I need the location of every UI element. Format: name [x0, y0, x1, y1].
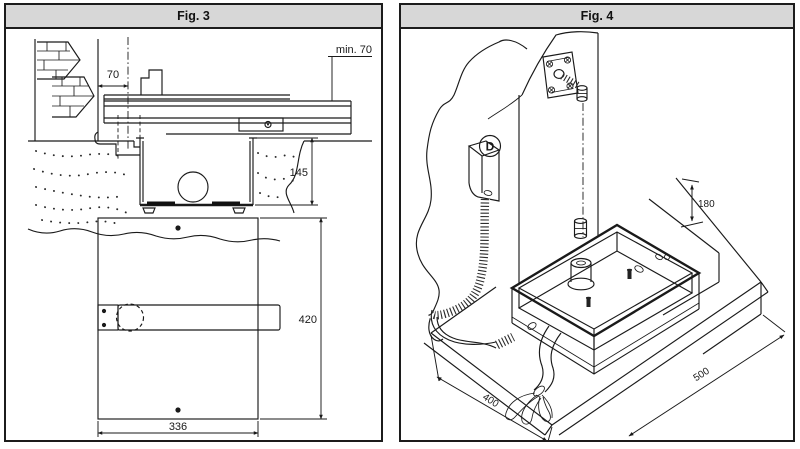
brick-hatch-lower [52, 76, 95, 118]
figure4-drawing-area: D [401, 29, 793, 440]
plan-screw-top [175, 225, 181, 231]
anchor-bolts [585, 253, 671, 307]
anchor-bracket [94, 131, 140, 156]
wall-and-post [415, 31, 599, 342]
dimension-plan-width-label: 336 [169, 421, 187, 433]
plan-gate-arm [97, 303, 281, 332]
figure3-drawing: 70 min. 70 [27, 37, 372, 437]
dimension-plan-length-label: 420 [299, 314, 317, 326]
plan-box-outline [97, 217, 259, 420]
dimension-plan-width: 336 [97, 421, 259, 437]
flexible-conduit [427, 198, 516, 350]
plan-pivot-circle [115, 303, 145, 332]
dimension-pit-width-label: 400 [480, 392, 500, 411]
box-side-hole-right2 [655, 253, 663, 261]
dimension-plan-length: 420 [260, 217, 327, 420]
box-side-hole-left [527, 322, 537, 330]
figure3-title: Fig. 3 [177, 9, 210, 23]
pivot-bushing [576, 85, 588, 102]
plan-view: 420 336 [97, 217, 327, 437]
plan-screw-bottom [175, 407, 181, 413]
dimension-box-depth: 145 [255, 137, 318, 206]
excavation-pit [423, 177, 769, 436]
gate-bracket [238, 117, 284, 132]
figure4-title: Fig. 4 [580, 9, 614, 23]
hinge-plate [542, 51, 588, 102]
plate-screws [545, 56, 574, 94]
wall-section [34, 39, 99, 141]
dimension-pit-width: 400 [430, 334, 553, 440]
box-side-hole-right1 [634, 265, 644, 273]
dimension-min-offset-label: min. 70 [336, 44, 372, 56]
figure4-panel: Fig. 4 [399, 3, 795, 442]
conduit-pipe-section [177, 171, 209, 203]
gate-leaf-section [103, 69, 352, 135]
dimension-min-offset: min. 70 [328, 44, 372, 101]
pivot-pin [573, 218, 588, 239]
box-feet [142, 207, 246, 214]
dimension-pit-depth-label: 180 [698, 199, 715, 210]
foundation-box-section [94, 131, 257, 214]
detail-d-callout: D [478, 134, 502, 158]
concrete-speckles-right [257, 152, 297, 199]
brick-hatch-upper [37, 41, 81, 80]
dimension-pit-depth: 180 [680, 178, 715, 228]
concrete-ground [27, 140, 372, 243]
detail-d-label: D [486, 140, 495, 154]
figure4-header: Fig. 4 [401, 5, 793, 29]
concrete-speckles-left [33, 150, 132, 225]
junction-sleeve [467, 140, 501, 202]
pivot-socket [567, 257, 595, 291]
figure3-panel: Fig. 3 [4, 3, 383, 442]
dimension-wall-offset: 70 [97, 69, 129, 88]
figure4-drawing: D [415, 31, 786, 440]
dimension-wall-offset-label: 70 [107, 69, 119, 81]
dimension-pit-length-label: 500 [692, 366, 712, 385]
dimension-box-depth-label: 145 [290, 167, 308, 179]
figure3-header: Fig. 3 [6, 5, 381, 29]
foundation-box [509, 223, 702, 375]
figure3-drawing-area: 70 min. 70 [6, 29, 381, 440]
